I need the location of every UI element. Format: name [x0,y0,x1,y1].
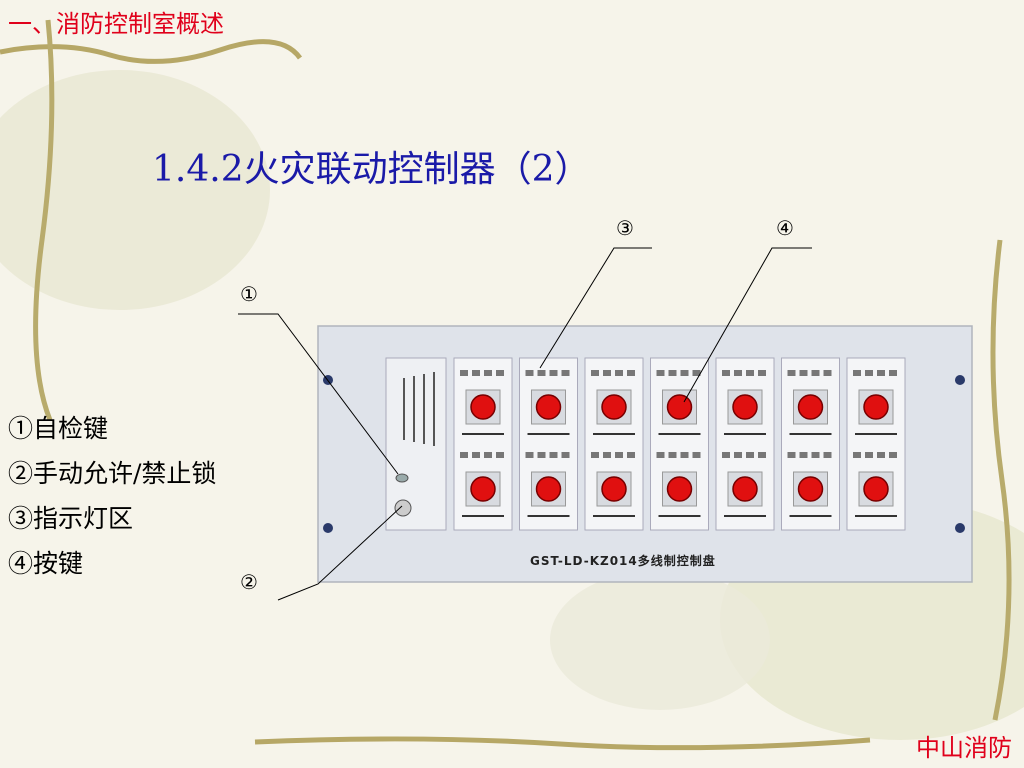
footer-brand: 中山消防 [916,734,1012,762]
callout-4: ④ [776,216,794,240]
legend-item-buttons: ④按键 [8,549,84,578]
legend-item-manual-lock: ②手动允许/禁止锁 [8,459,217,488]
callout-2: ② [240,570,258,594]
legend-item-indicator-area: ③指示灯区 [8,504,134,533]
slide-title: 1.4.2火灾联动控制器（2） [152,149,591,190]
section-title: 一、消防控制室概述 [8,10,224,38]
callout-1: ① [240,282,258,306]
panel-caption: GST-LD-KZ014多线制控制盘 [530,554,716,568]
legend-list: ①自检键 ②手动允许/禁止锁 ③指示灯区 ④按键 [8,406,216,586]
legend-item-self-test-key: ①自检键 [8,414,109,443]
callout-3: ③ [616,216,634,240]
